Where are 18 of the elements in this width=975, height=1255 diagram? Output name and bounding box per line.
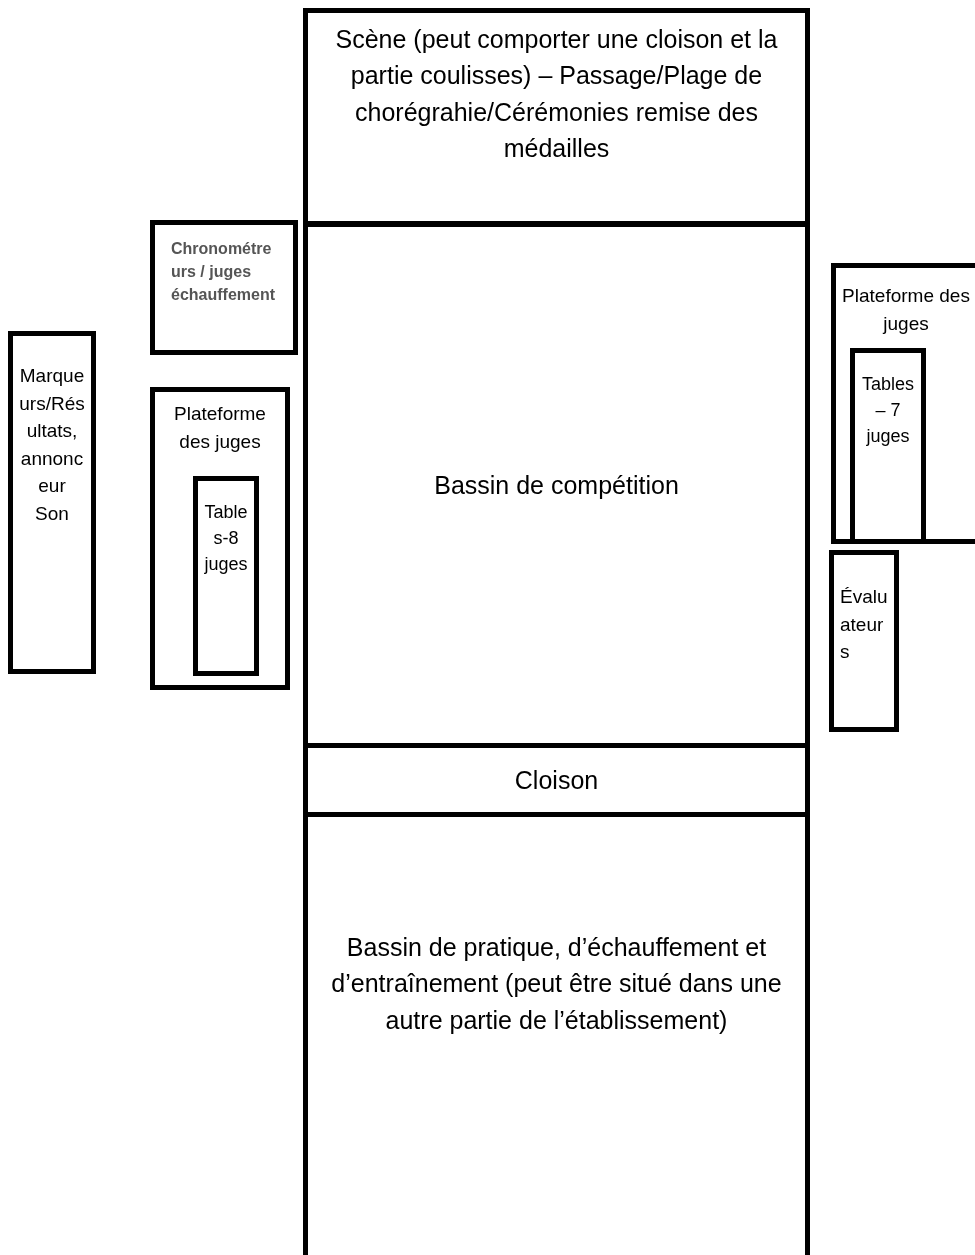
area-label: Cloison bbox=[513, 764, 600, 796]
area-label: Bassin de pratique, d’échauffement et d’entraînement (peut être situé dans une autre partie de l’établissement) bbox=[330, 932, 783, 1036]
scorers-area bbox=[8, 331, 96, 674]
area-label: Plateforme des juges bbox=[842, 284, 970, 336]
evaluators-area bbox=[829, 550, 899, 732]
judges-platform bbox=[831, 263, 975, 544]
area-label: Bassin de compétition bbox=[433, 469, 680, 501]
timekeepers-area bbox=[150, 220, 298, 355]
area-label: Tables-8 juges bbox=[203, 501, 249, 577]
judges-table bbox=[193, 476, 259, 676]
area-label: Tables – 7 juges bbox=[861, 373, 915, 449]
area-label: Marqueurs/Résultats, annonceur bbox=[18, 364, 86, 499]
area-label: Chronométreurs / juges échauffement bbox=[171, 239, 277, 306]
judges-platform bbox=[150, 387, 290, 690]
area-label: Évaluateurs bbox=[840, 585, 888, 665]
area-sublabel: Son bbox=[34, 501, 70, 526]
area-label: Plateforme des juges bbox=[173, 402, 267, 454]
area-label: Scène (peut comporter une cloison et la partie coulisses) – Passage/Plage de chorégrahie/Cérémonies remise des médailles bbox=[334, 24, 779, 164]
